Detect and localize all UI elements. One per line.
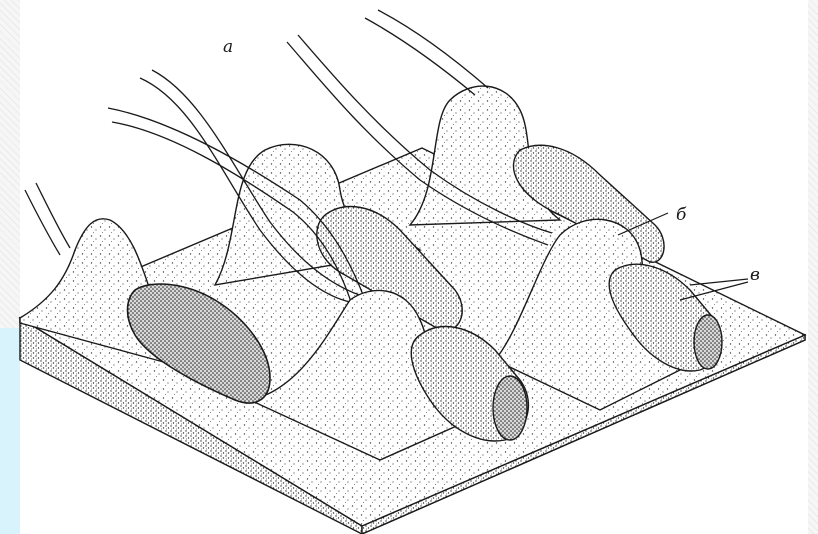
label-b: б bbox=[676, 205, 687, 225]
label-v: в bbox=[750, 265, 760, 285]
label-a: а bbox=[223, 37, 233, 57]
